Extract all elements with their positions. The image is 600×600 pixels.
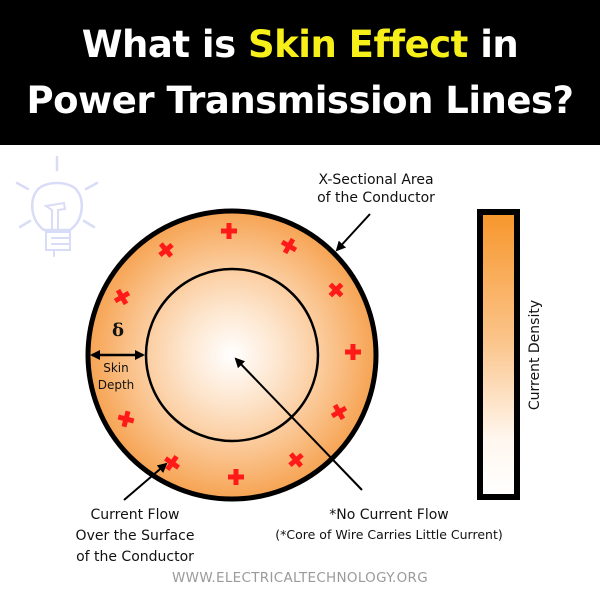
lightbulb-icon [15,155,99,257]
plus-icon [228,469,244,485]
plus-icon [117,410,135,428]
plus-icon [288,452,304,468]
plus-icon [113,288,131,306]
cross-section-arrow [335,213,371,252]
cross-section-label: X-Sectional Area of the Conductor [317,172,435,206]
current-density-bar [477,209,520,500]
conductor-outer [85,208,379,502]
no-current-note: (*Core of Wire Carries Little Current) [275,527,503,542]
title-line-2: Power Transmission Lines? [26,78,574,122]
plus-icon [345,344,361,360]
plus-icon [280,237,298,255]
plus-icon [158,242,174,258]
current-flow-label: Current Flow Over the Surface of the Con… [75,507,195,565]
title-highlight: Skin Effect [248,22,468,66]
no-current-label: *No Current Flow (*Core of Wire Carries … [262,505,516,545]
plus-icon [328,282,344,298]
website-url: WWW.ELECTRICALTECHNOLOGY.ORG [172,570,428,586]
title-banner: What is Skin Effect in Power Transmissio… [0,0,600,145]
current-flow-arrow [123,462,168,501]
plus-icon [330,403,348,421]
skin-depth-symbol: δ [111,320,124,341]
conductor-core-boundary [144,267,320,443]
charge-markers [113,223,361,485]
title-line-1: What is Skin Effect in [81,22,519,66]
current-density-label: Current Density [527,299,543,411]
plus-icon [164,455,180,471]
plus-icon [221,223,237,239]
no-current-arrow [234,357,363,491]
skin-depth-label: Skin Depth [97,361,135,392]
